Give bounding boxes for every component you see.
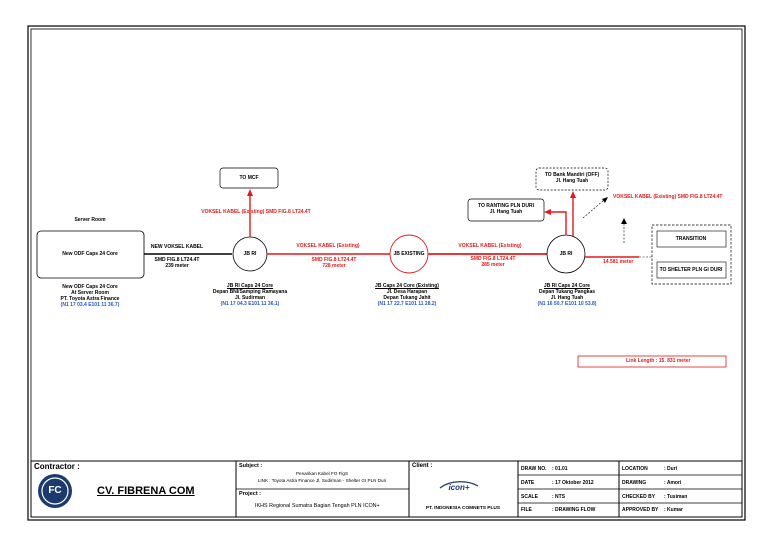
ranting-line-1: TO RANTING PLN DURI <box>477 203 535 209</box>
to-mcf-box <box>219 167 279 189</box>
contractor-label: Contractor : <box>34 462 80 471</box>
file-value: : DRAWING FLOW <box>552 507 596 513</box>
icon-plus-logo <box>439 481 479 489</box>
drawing-label: DRAWING <box>622 480 647 486</box>
jb3-title: JB RI Caps 24 Core <box>543 283 591 289</box>
jb-existing-label: JB EXISTING <box>393 251 425 257</box>
jb2-title: JB Caps 24 Core (Existing) <box>375 283 439 289</box>
jb3-coord: (N1 16 50.7 E101 10 53.8) <box>537 301 597 307</box>
subject-label: Subject : <box>239 463 263 469</box>
link-length-label: Link Length : 15. 831 meter <box>626 358 691 364</box>
bank-mandiri-box <box>535 167 609 191</box>
dist2-label: 728 meter <box>322 263 346 269</box>
checked-by-label: CHECKED BY <box>622 494 656 500</box>
project-text: IKHS Regional Sumatra Bagian Tengah PLN … <box>255 503 380 509</box>
approved-by-value: : Kumar <box>664 507 683 513</box>
scale-value: : NTS <box>552 494 566 500</box>
file-label: FILE <box>521 507 532 513</box>
subject-line-2: LINK : Toyota Astra Finance Jl. Sudirman… <box>257 478 387 483</box>
bank-line-2: Jl. Hang Tuah <box>555 178 589 184</box>
jb3-line-1: Depan Tukang Pangkas <box>538 289 596 295</box>
odf-coord: (N1 17 03.4 E101 11 36.7) <box>60 302 120 308</box>
voksel3-label: VOKSEL KABEL (Existing) <box>458 243 522 249</box>
approved-by-label: APPROVED BY <box>622 507 659 513</box>
jb2-coord: (N1 17 22.7 E101 11 28.2) <box>377 301 437 307</box>
fc-logo <box>38 474 72 508</box>
scale-label: SCALE <box>521 494 538 500</box>
cable1-label: SMD FIG.8 LT24.4T <box>154 257 200 263</box>
jb1-line-2: Jl. Sudirman <box>234 295 266 301</box>
voksel-mcf-label: VOKSEL KABEL (Existing) SMD FIG.8 LT24.4… <box>201 209 311 215</box>
cable3-label: SMD FIG.8 LT24.4T <box>470 256 516 262</box>
odf-loc-1: New ODF Caps 24 Core <box>62 284 118 290</box>
ranting-pln-box <box>467 198 545 222</box>
project-label: Project : <box>239 491 262 497</box>
client-label: Client : <box>412 463 433 469</box>
transition-label: TRANSITION <box>675 236 707 242</box>
location-label: LOCATION <box>622 466 648 472</box>
voksel-existing-label: VOKSEL KABEL (Existing) SMD FIG.8 LT24.4… <box>613 194 723 200</box>
transition-box <box>651 224 732 285</box>
date-value: : 17 Oktober 2012 <box>552 480 594 486</box>
client-logo-text: icon+ <box>448 483 470 492</box>
checked-by-value: : Tusiman <box>664 494 688 500</box>
odf-loc-3: PT. Toyota Astra Finance <box>60 296 120 302</box>
subject-line-1: Penarikan Kabel FO FigS <box>295 471 349 476</box>
title-block <box>30 460 743 518</box>
location-value: : Duri <box>664 466 678 472</box>
link-length-box <box>577 355 727 368</box>
bank-line-1: TO Bank Mandiri (OFF) <box>544 172 600 178</box>
to-shelter-label: TO SHELTER PLN GI DURI <box>659 267 723 273</box>
jb1-title: JB RI Caps 24 Core <box>226 283 274 289</box>
new-voksel-label: NEW VOKSEL KABEL <box>150 244 204 250</box>
jb-ri-3-label: JB RI <box>559 251 573 257</box>
jb1-line-1: Depan BNI/Samping Ramayana <box>212 289 288 295</box>
drawing-value: : Amori <box>664 480 682 486</box>
date-label: DATE <box>521 480 535 486</box>
client-name: PT. INDONESIA COMNETS PLUS <box>425 506 501 511</box>
dist3-label: 285 meter <box>481 262 505 268</box>
voksel2-label: VOKSEL KABEL (Existing) <box>296 243 360 249</box>
jb3-line-2: Jl. Hang Tuah <box>550 295 584 301</box>
fc-logo-text: FC <box>48 485 62 496</box>
to-mcf-label: TO MCF <box>239 175 259 181</box>
dist1-label: 239 meter <box>165 263 189 269</box>
jb2-line-1: Jl. Desa Harapan <box>386 289 428 295</box>
server-room-label: Server Room <box>74 217 106 223</box>
jb-ri-1-label: JB RI <box>243 251 257 257</box>
jb2-line-2: Depan Tukang Jahit <box>383 295 431 301</box>
ranting-line-2: Jl. Hang Tuah <box>489 209 523 215</box>
draw-no-value: : 01.01 <box>552 466 568 472</box>
cable2-label: SMD FIG.8 LT24.4T <box>311 257 357 263</box>
dist4-label: 14.581 meter <box>603 259 634 265</box>
jb1-coord: (N1 17 04.3 E101 11 36.1) <box>220 301 280 307</box>
draw-no-label: DRAW NO. <box>521 466 547 472</box>
odf-loc-2: At Server Room <box>71 290 109 296</box>
odf-box-label: New ODF Caps 24 Core <box>62 251 118 257</box>
company-name: CV. FIBRENA COM <box>97 485 195 497</box>
